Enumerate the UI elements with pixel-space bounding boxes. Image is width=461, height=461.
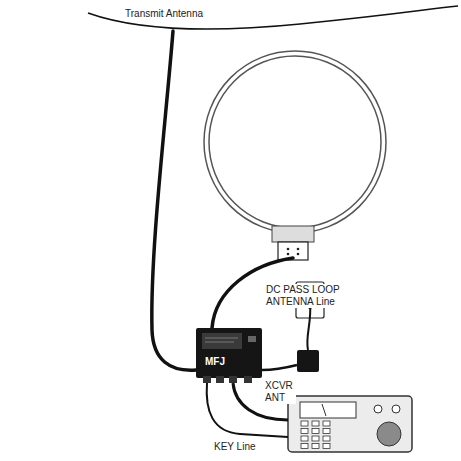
loop-outer	[204, 51, 386, 233]
knob	[374, 405, 382, 413]
terminal	[297, 248, 300, 251]
switch	[248, 336, 256, 342]
brand-logo: MFJ	[205, 356, 225, 368]
jack	[203, 376, 211, 383]
feed-line	[152, 31, 196, 370]
loop-inner	[209, 56, 381, 228]
terminal	[297, 253, 300, 256]
tuning-knob	[377, 422, 401, 446]
key-line-label: KEY Line	[213, 441, 257, 453]
antenna-label: Transmit Antenna	[124, 8, 204, 20]
controller-panel	[202, 333, 242, 349]
terminal	[287, 253, 290, 256]
xcvr-ant-label: XCVR ANT	[264, 380, 296, 404]
knob	[392, 405, 400, 413]
loop-clamp	[272, 226, 314, 242]
jack	[216, 376, 224, 383]
power-adapter	[297, 350, 319, 372]
jack	[229, 376, 237, 383]
loop-line-label: DC PASS LOOP ANTENNA Line	[265, 284, 345, 308]
terminal	[287, 248, 290, 251]
antenna-wire	[88, 6, 458, 29]
display	[300, 402, 356, 418]
transceiver	[288, 396, 412, 452]
jack	[244, 376, 252, 383]
controller-box	[196, 328, 262, 378]
keypad	[301, 421, 330, 449]
